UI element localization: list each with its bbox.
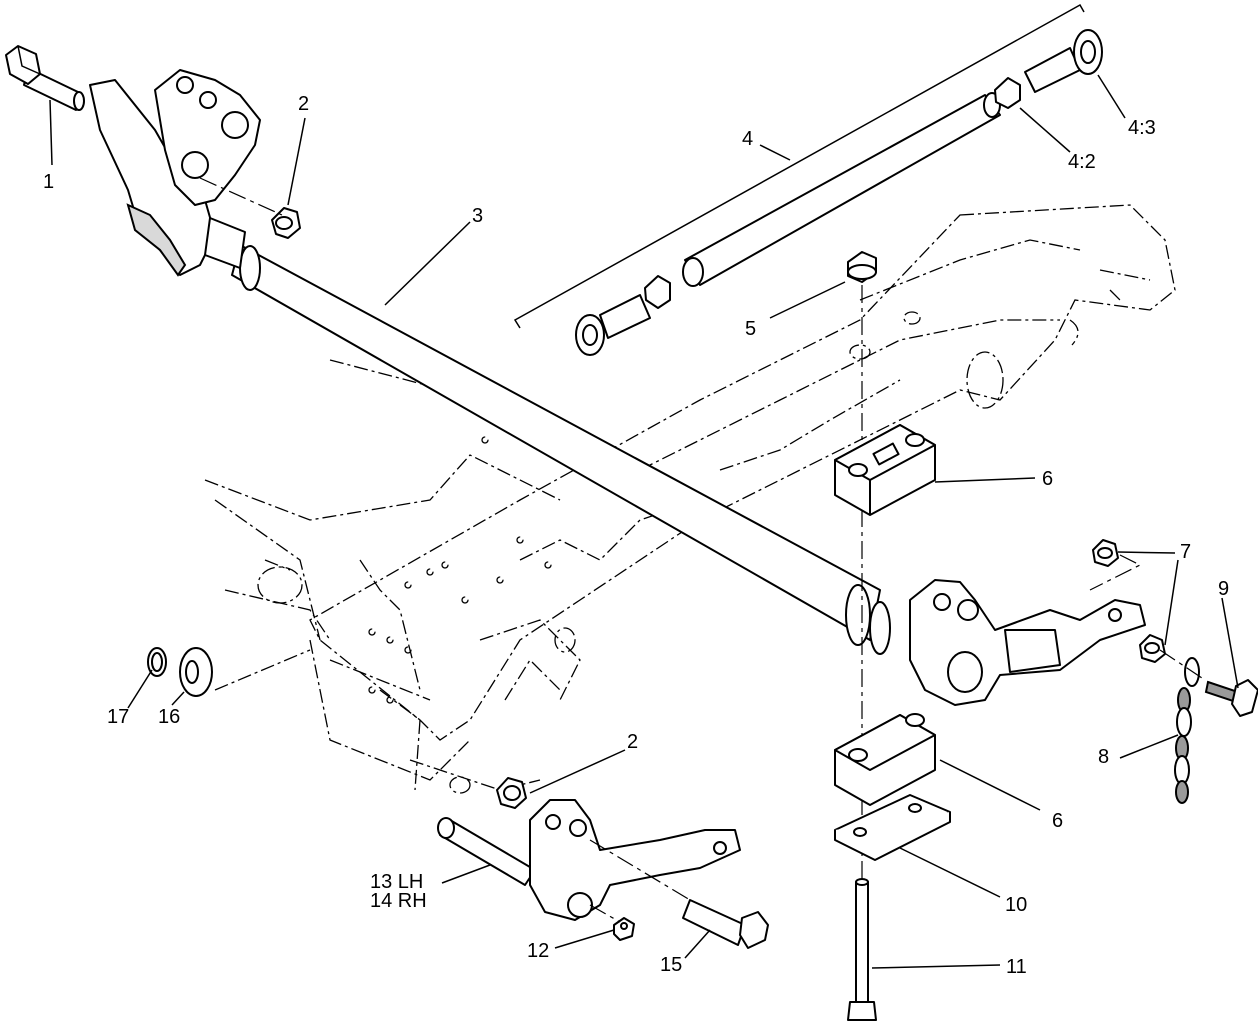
callout-6-upper: 6 — [1042, 468, 1053, 490]
callout-labels: 1 2 3 4 4:2 4:3 5 6 7 8 9 6 10 11 12 15 … — [43, 93, 1229, 978]
phantom-frame — [204, 204, 1176, 794]
upper-pivot-bracket — [89, 69, 261, 277]
bolt-1 — [5, 45, 85, 111]
callout-10: 10 — [1005, 894, 1027, 916]
callout-6-lower: 6 — [1052, 810, 1063, 832]
callout-3: 3 — [472, 205, 483, 227]
callout-4-3: 4:3 — [1128, 117, 1156, 139]
fastener-axis-9 — [1159, 649, 1206, 681]
callout-15: 15 — [660, 954, 682, 976]
long-bolt-11 — [847, 878, 877, 1021]
washer-axis — [214, 649, 311, 691]
grease-fitting-12 — [613, 917, 635, 941]
callout-13-lh: 13 LH — [370, 871, 423, 893]
lower-left-pivot-bracket — [529, 799, 741, 921]
fastener-axis-12 — [589, 904, 621, 923]
callout-16: 16 — [158, 706, 180, 728]
flange-nut-5 — [847, 251, 877, 283]
callout-14-rh: 14 RH — [370, 890, 427, 912]
clamp-block-upper — [834, 424, 936, 516]
washer-16 — [179, 647, 213, 697]
callout-11: 11 — [1006, 956, 1027, 978]
nut-2-upper — [271, 207, 301, 239]
callout-2-upper: 2 — [298, 93, 309, 115]
callout-17: 17 — [107, 706, 129, 728]
lower-right-pivot-bracket — [909, 579, 1146, 706]
callout-5: 5 — [745, 318, 756, 340]
nut-2-lower — [496, 777, 527, 809]
callout-7: 7 — [1180, 541, 1191, 563]
bolt-15 — [682, 899, 769, 949]
fastener-axis-1 — [199, 177, 283, 216]
callout-4-2: 4:2 — [1068, 151, 1096, 173]
snap-ring-17 — [147, 647, 167, 677]
callout-12: 12 — [527, 940, 549, 962]
callout-1: 1 — [43, 171, 54, 193]
callout-9: 9 — [1218, 578, 1229, 600]
callout-8: 8 — [1098, 746, 1109, 768]
nut-7 — [1092, 539, 1166, 663]
fastener-axis-15 — [589, 839, 691, 901]
clamp-block-lower — [834, 713, 936, 806]
callout-4: 4 — [742, 128, 753, 150]
bolt-9 — [1204, 679, 1258, 717]
tie-rod-assembly — [513, 3, 1103, 356]
pivot-pin-13-14 — [437, 817, 536, 886]
leader-lines — [49, 74, 1239, 969]
plate-10 — [834, 794, 951, 861]
chain-8 — [1174, 657, 1200, 804]
fastener-axis-7 — [1089, 554, 1142, 591]
callout-2-lower: 2 — [627, 731, 638, 753]
